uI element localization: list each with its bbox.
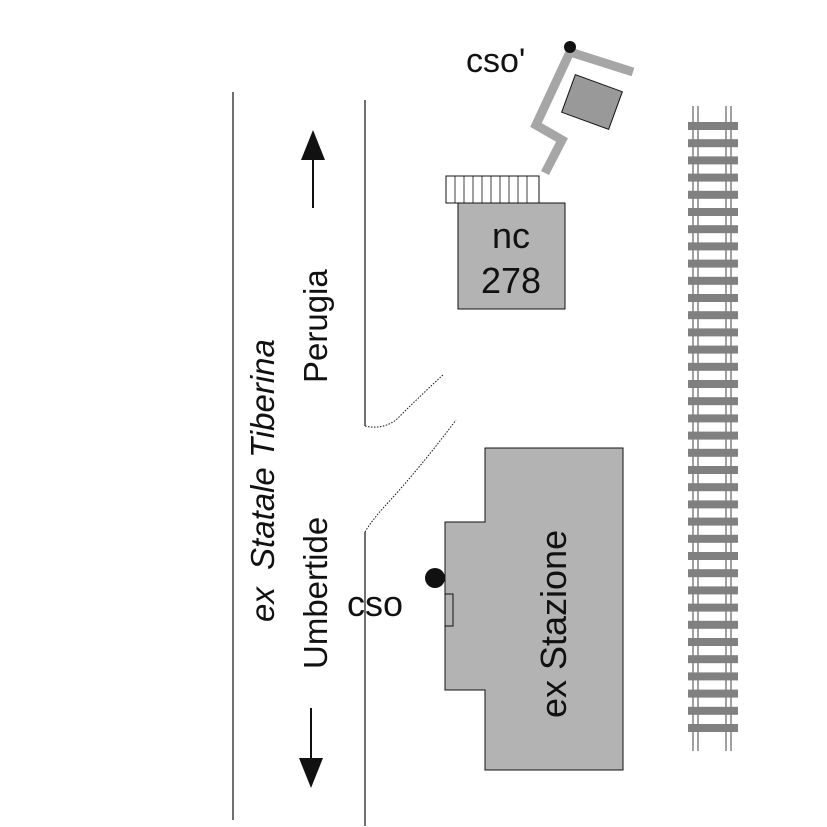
point-marker-cso (425, 568, 445, 588)
railway-tie (688, 655, 738, 664)
access-path (530, 46, 635, 176)
railway-tie (688, 139, 738, 148)
arrow-up-icon (301, 130, 325, 208)
railway-tie (688, 208, 738, 216)
house-body (457, 202, 566, 310)
railway-tie (688, 586, 738, 595)
railway-tie (688, 156, 738, 165)
railway-tie (688, 552, 738, 560)
railway-tie (688, 724, 738, 732)
railway-tie (688, 122, 738, 130)
railway-ties (688, 122, 738, 732)
railway-tie (688, 362, 738, 371)
railway-tie (688, 706, 738, 715)
station-label: ex Stazione (533, 530, 574, 718)
road-name-main: Statale Tiberina (244, 339, 281, 570)
railway (688, 106, 738, 751)
railway-tie (688, 173, 738, 182)
point-label-cso-prime: cso' (466, 42, 525, 80)
station-door (444, 593, 454, 627)
railway-tie (688, 259, 738, 268)
railway-tie (688, 397, 738, 406)
railway-tie (688, 225, 738, 234)
direction-label-umbertide: Umbertide (297, 517, 334, 669)
point-label-cso: cso (347, 583, 403, 624)
railway-tie (688, 380, 738, 388)
railway-tie (688, 517, 738, 526)
railway-tie (688, 431, 738, 440)
side-road-south-edge (364, 419, 457, 533)
railway-tie (688, 483, 738, 492)
house-nc-278: nc 278 (445, 175, 566, 310)
railway-tie (688, 328, 738, 337)
railway-tie (688, 466, 738, 474)
railway-tie (688, 603, 738, 612)
railway-tie (688, 190, 738, 199)
railway-tie (688, 276, 738, 285)
railway-tie (688, 345, 738, 354)
house-steps (445, 175, 540, 204)
road-name-prefix: ex (244, 586, 281, 622)
house-steps-lines (454, 176, 528, 203)
station-outline (444, 447, 624, 771)
station-building: ex Stazione (444, 447, 624, 771)
railway-tie (688, 638, 738, 646)
small-structure (561, 74, 623, 130)
railway-tie (688, 242, 738, 251)
railway-tie (688, 414, 738, 423)
railway-tie (688, 294, 738, 302)
direction-label-perugia: Perugia (297, 269, 334, 383)
arrow-down-icon (299, 708, 323, 788)
railway-tie (688, 448, 738, 457)
side-road-north-edge (364, 373, 445, 428)
railway-tie (688, 569, 738, 578)
railway-tie (688, 534, 738, 543)
railway-tie (688, 500, 738, 509)
railway-tie (688, 672, 738, 681)
point-marker-cso-prime (564, 41, 576, 53)
railway-tie (688, 311, 738, 320)
railway-tie (688, 689, 738, 698)
house-label-nc: nc (492, 215, 530, 256)
railway-tie (688, 620, 738, 629)
house-label-number: 278 (481, 260, 541, 301)
road-name: ex Statale Tiberina (244, 339, 281, 622)
